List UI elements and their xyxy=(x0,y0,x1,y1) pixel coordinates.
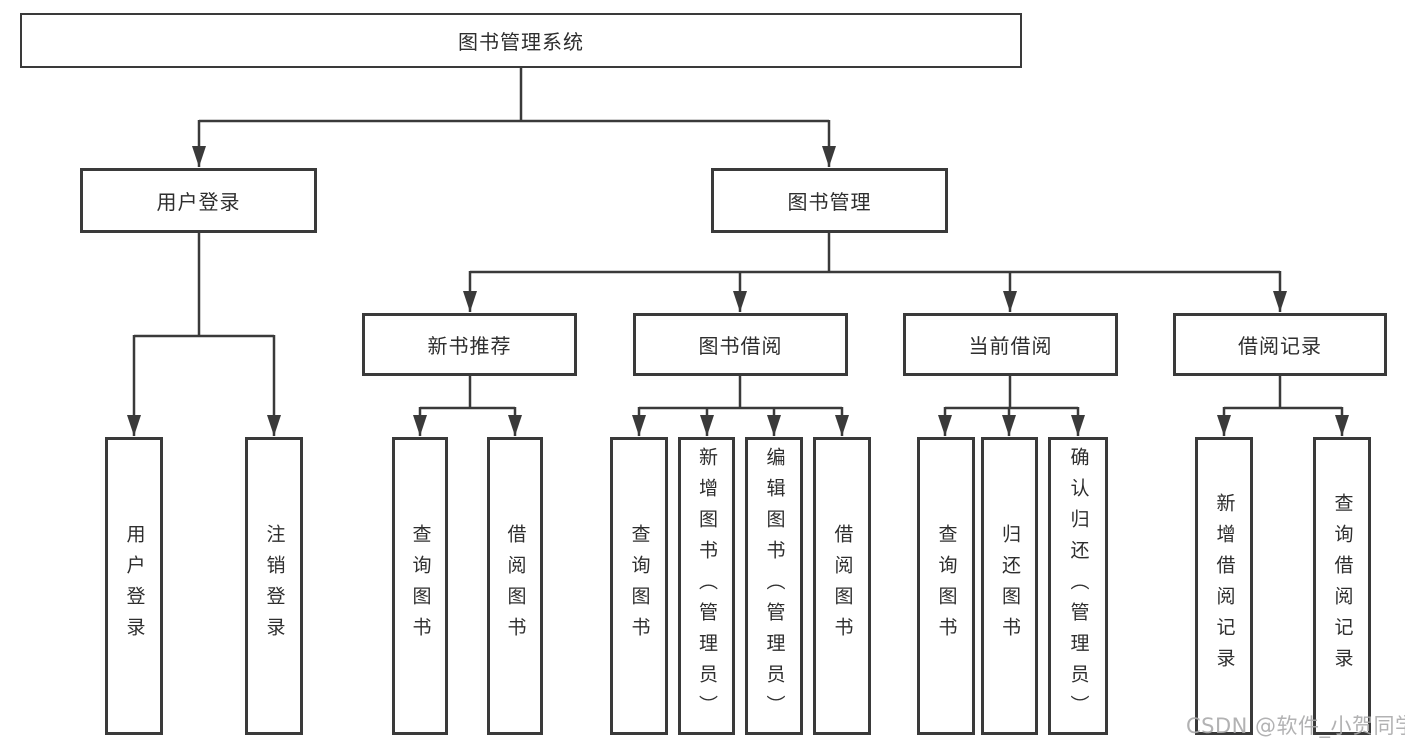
leaf-record-add-borrow-record: 新增借阅记录 xyxy=(1195,437,1253,735)
node-system-root: 图书管理系统 xyxy=(20,13,1022,68)
leaf-current-return-books: 归还图书 xyxy=(981,437,1038,735)
node-label: 用户登录 xyxy=(123,524,146,648)
node-label: 图书管理 xyxy=(787,190,872,214)
node-label: 归还图书 xyxy=(999,524,1021,648)
node-label: 借阅图书 xyxy=(831,524,854,648)
node-label: 查询借阅记录 xyxy=(1331,493,1354,679)
leaf-logout: 注销登录 xyxy=(245,437,303,735)
node-label: 注销登录 xyxy=(263,524,286,648)
leaf-borrow-edit-books-admin: 编辑图书（管理员） xyxy=(745,437,803,735)
node-label: 用户登录 xyxy=(156,190,241,214)
node-label: 新增借阅记录 xyxy=(1213,493,1236,679)
node-label: 当前借阅 xyxy=(968,334,1053,358)
node-label: 编辑图书（管理员） xyxy=(763,446,786,726)
leaf-current-query-books: 查询图书 xyxy=(917,437,975,735)
node-label: 借阅记录 xyxy=(1238,334,1322,358)
leaf-borrow-borrow-books: 借阅图书 xyxy=(813,437,871,735)
node-borrow-record: 借阅记录 xyxy=(1173,313,1387,376)
leaf-borrow-add-books-admin: 新增图书（管理员） xyxy=(678,437,735,735)
node-book-management: 图书管理 xyxy=(711,168,948,233)
leaf-newbook-query-books: 查询图书 xyxy=(392,437,448,735)
node-label: 图书管理系统 xyxy=(458,30,584,54)
leaf-borrow-query-books: 查询图书 xyxy=(610,437,668,735)
node-user-login: 用户登录 xyxy=(80,168,317,233)
node-label: 确认归还（管理员） xyxy=(1067,446,1090,726)
node-label: 查询图书 xyxy=(409,524,432,648)
leaf-newbook-borrow-books: 借阅图书 xyxy=(487,437,543,735)
node-book-borrow: 图书借阅 xyxy=(633,313,848,376)
node-label: 查询图书 xyxy=(935,524,958,648)
node-new-book-recommend: 新书推荐 xyxy=(362,313,577,376)
leaf-record-query-borrow-record: 查询借阅记录 xyxy=(1313,437,1371,735)
leaf-user-login: 用户登录 xyxy=(105,437,163,735)
node-label: 新增图书（管理员） xyxy=(696,446,718,726)
node-label: 新书推荐 xyxy=(427,334,512,358)
node-label: 查询图书 xyxy=(628,524,651,648)
node-label: 图书借阅 xyxy=(698,334,783,358)
csdn-watermark: CSDN @软件_小贺同学 xyxy=(1186,714,1405,738)
node-current-borrow: 当前借阅 xyxy=(903,313,1118,376)
leaf-current-confirm-return-admin: 确认归还（管理员） xyxy=(1048,437,1108,735)
node-label: 借阅图书 xyxy=(504,524,527,648)
